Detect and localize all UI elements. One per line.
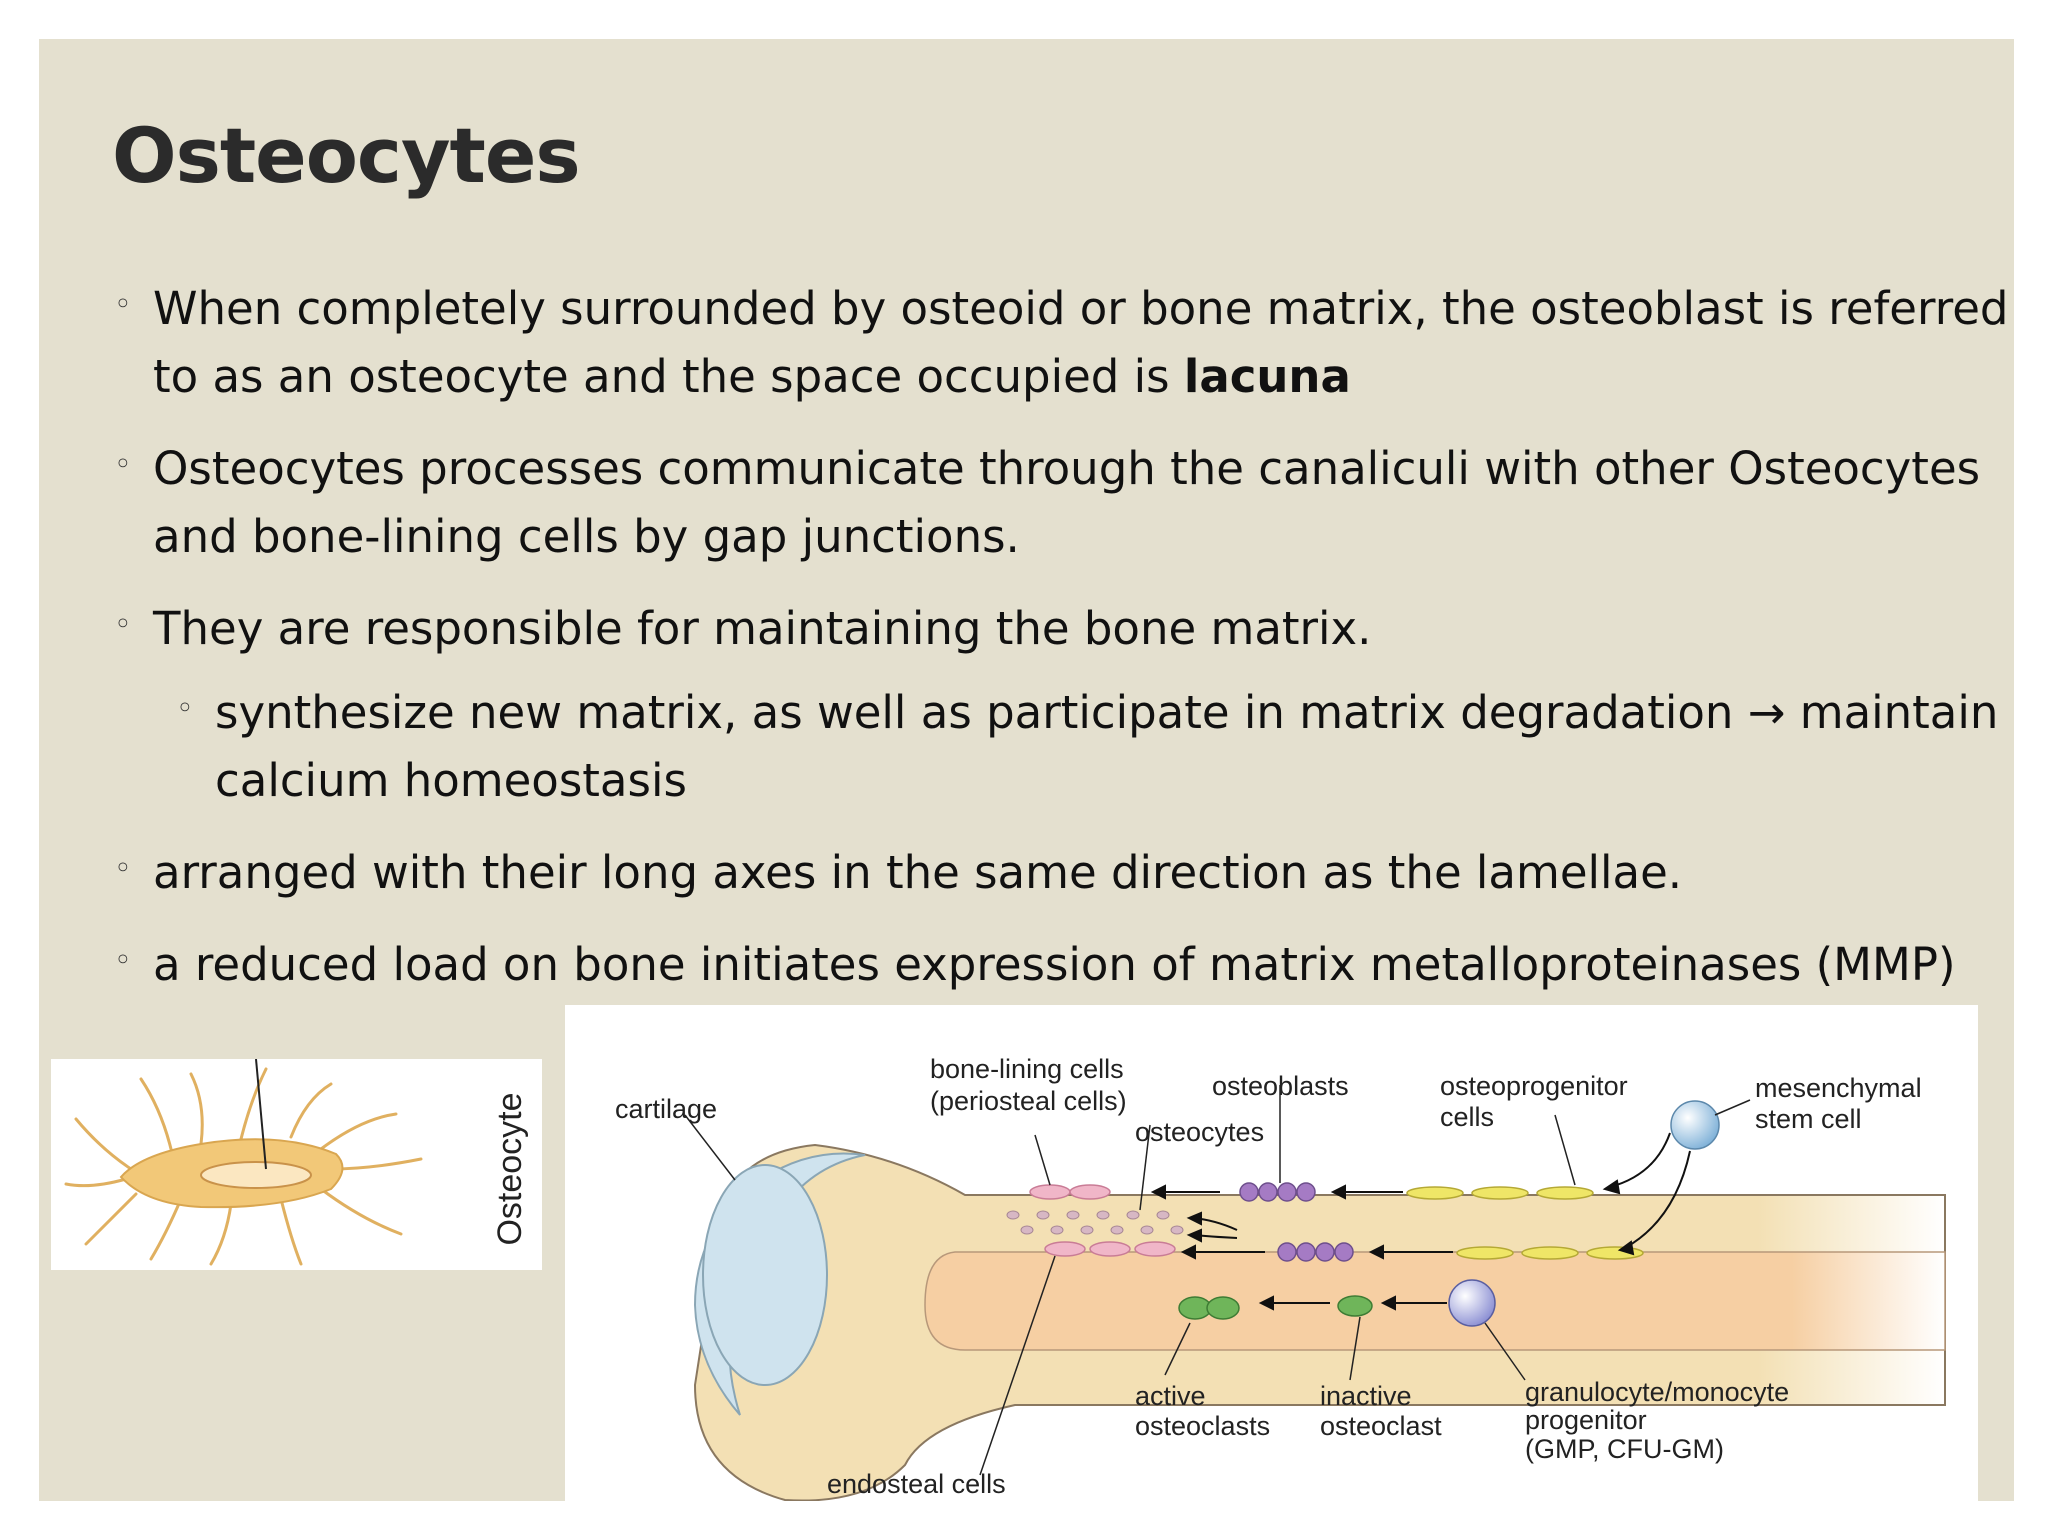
bullet-item: ◦ arranged with their long axes in the s…: [111, 839, 2048, 907]
label-bone-lining-cells: bone-lining cells: [930, 1054, 1124, 1084]
label-leader-lines: [684, 1085, 1751, 1476]
label-inactive: inactive: [1320, 1381, 1412, 1411]
label-osteoprogenitor: osteoprogenitor: [1440, 1071, 1628, 1101]
granulocyte-progenitor-cell: [1448, 1279, 1496, 1327]
label-progenitor: progenitor: [1525, 1405, 1647, 1435]
osteoblasts-top: [1239, 1182, 1316, 1202]
osteoprogenitor-cells-top: [1406, 1186, 1594, 1200]
bullet-icon: ◦: [114, 851, 132, 886]
active-osteoclasts: [1178, 1296, 1240, 1320]
label-active: active: [1135, 1381, 1206, 1411]
label-osteoblasts: osteoblasts: [1212, 1071, 1349, 1101]
lineage-arrows: [1150, 1132, 1691, 1311]
bullet-icon: ◦: [114, 943, 132, 978]
bone-cells-diagram: cartilage bone-lining cells (periosteal …: [565, 1005, 1978, 1502]
bullet-list: ◦ When completely surrounded by osteoid …: [111, 275, 2048, 1023]
inactive-osteoclast: [1337, 1295, 1373, 1317]
marrow-cavity: [924, 1251, 1946, 1351]
bullet-item: ◦ They are responsible for maintaining t…: [111, 595, 2048, 663]
label-osteoprogenitor-cells: cells: [1440, 1102, 1494, 1132]
bone-diagram-svg: cartilage bone-lining cells (periosteal …: [615, 1054, 1946, 1502]
label-periosteal-cells: (periosteal cells): [930, 1086, 1127, 1116]
osteocyte-cell-figure: Osteocyte: [51, 1058, 542, 1270]
bullet-item: ◦ a reduced load on bone initiates expre…: [111, 931, 2048, 999]
label-osteocytes: osteocytes: [1135, 1117, 1264, 1147]
osteoprogenitor-cells-lower: [1456, 1246, 1644, 1260]
osteocytes-cluster: [1006, 1210, 1184, 1235]
bone-lining-cells-top: [1029, 1184, 1111, 1200]
bullet-item: ◦ When completely surrounded by osteoid …: [111, 275, 2048, 411]
label-stem-cell: stem cell: [1755, 1104, 1862, 1134]
bullet-icon: ◦: [114, 287, 132, 322]
osteoblasts-lower: [1277, 1242, 1354, 1262]
bullet-item: ◦ Osteocytes processes communicate throu…: [111, 435, 2048, 571]
leader-line: [255, 1058, 267, 1170]
label-granulocyte-monocyte: granulocyte/monocyte: [1525, 1377, 1789, 1407]
osteocyte-cell-illustration: Osteocyte: [64, 1058, 529, 1266]
label-inactive-osteoclast: osteoclast: [1320, 1411, 1442, 1441]
bullet-icon: ◦: [114, 447, 132, 482]
mesenchymal-stem-cell: [1670, 1100, 1720, 1150]
label-active-osteoclasts: osteoclasts: [1135, 1411, 1270, 1441]
label-gmp-cfu-gm: (GMP, CFU-GM): [1525, 1434, 1724, 1464]
bullet-icon: ◦: [176, 691, 194, 726]
sub-bullet-item: ◦ synthesize new matrix, as well as part…: [173, 679, 2048, 815]
slide-title: Osteocytes: [112, 111, 581, 200]
osteocyte-label: Osteocyte: [491, 1092, 529, 1245]
label-mesenchymal: mesenchymal: [1755, 1073, 1922, 1103]
label-cartilage: cartilage: [615, 1094, 717, 1124]
bone-lining-cells-lower: [1044, 1241, 1176, 1257]
bold-term: lacuna: [1183, 350, 1351, 403]
bullet-icon: ◦: [114, 607, 132, 642]
cartilage-dome: [702, 1164, 828, 1386]
label-endosteal-cells: endosteal cells: [827, 1469, 1006, 1499]
